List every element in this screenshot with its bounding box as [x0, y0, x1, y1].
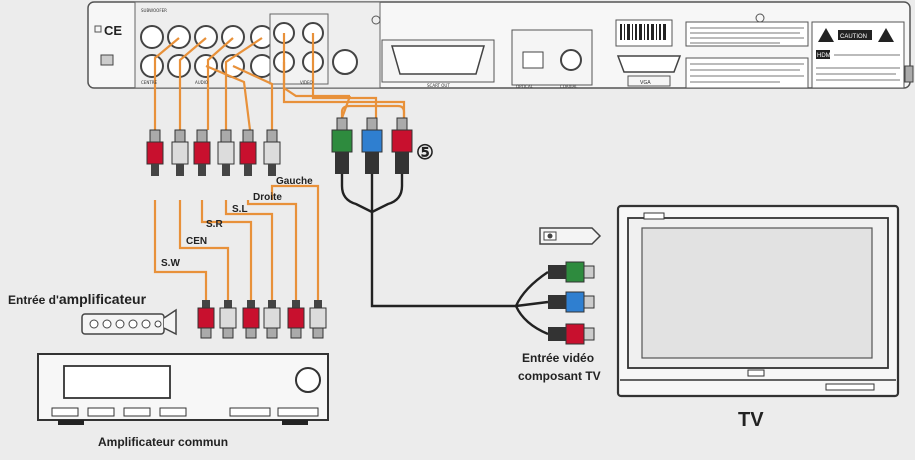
plug-red	[242, 300, 260, 339]
step-marker: ⑤	[416, 142, 434, 164]
plug-red	[548, 323, 595, 345]
plug-blue	[361, 117, 383, 174]
scart-label: SCART OUT	[427, 83, 450, 88]
plug-green	[548, 261, 595, 283]
plug-green	[331, 117, 353, 174]
label-sl: S.L	[232, 204, 248, 215]
tv-input-line2: composant TV	[518, 369, 601, 383]
info-labels: CAUTION HDMI	[685, 21, 905, 89]
plug-red	[391, 117, 413, 174]
plug-red	[193, 129, 211, 176]
barcode-sticker	[615, 19, 673, 47]
plug-white	[219, 300, 237, 339]
optical-label: OPTICAL	[516, 84, 534, 89]
audio-cables	[153, 33, 406, 300]
plug-red	[197, 300, 215, 339]
amplifier	[37, 353, 329, 425]
jack-label-centre: CENTRE	[141, 80, 158, 85]
tv-input-connector-icon	[539, 227, 602, 245]
component-plugs-tv	[548, 261, 595, 345]
upper-audio-plugs	[146, 129, 281, 176]
scart-port: SCART OUT	[381, 39, 495, 88]
plug-white	[263, 300, 281, 339]
amp-caption: Amplificateur commun	[98, 435, 228, 449]
plug-red	[239, 129, 257, 176]
caution-label: CAUTION	[840, 34, 867, 40]
amp-input-label: Entrée d'amplificateur	[8, 291, 147, 307]
video-cable	[340, 174, 549, 336]
jack-label-audio: AUDIO	[195, 80, 208, 85]
television	[616, 204, 900, 398]
amp-input-prefix: Entrée d'	[8, 293, 59, 307]
label-droite: Droite	[253, 192, 282, 203]
component-plugs-top	[331, 117, 413, 174]
jack-label-subwoofer: SUBWOOFER	[141, 8, 167, 13]
tv-caption: TV	[738, 409, 764, 431]
tv-input-line1: Entrée vidéo	[522, 351, 594, 365]
plug-white	[217, 129, 235, 176]
component-video-jacks	[269, 13, 358, 85]
label-cen: CEN	[186, 236, 207, 247]
plug-white	[309, 300, 327, 339]
amp-input-icon	[81, 308, 177, 336]
vga-label: VGA	[640, 80, 651, 86]
plug-red	[146, 129, 164, 176]
coaxial-label: COAXIAL	[560, 84, 578, 89]
plug-white	[171, 129, 189, 176]
lower-audio-plugs	[197, 300, 327, 339]
digital-audio-ports: OPTICAL COAXIAL	[511, 29, 593, 89]
jack-label-video: VIDEO	[300, 80, 313, 85]
label-sw: S.W	[161, 258, 180, 269]
vga-port: VGA	[616, 55, 682, 87]
amp-input-bold: amplificateur	[59, 291, 147, 307]
label-gauche: Gauche	[276, 176, 313, 187]
plug-blue	[548, 291, 595, 313]
plug-white	[263, 129, 281, 176]
ce-mark: CE	[104, 23, 122, 38]
hdmi-logo: HDMI	[817, 53, 833, 59]
plug-red	[287, 300, 305, 339]
player-back-panel: CE	[87, 1, 914, 89]
label-sr: S.R	[206, 219, 223, 230]
